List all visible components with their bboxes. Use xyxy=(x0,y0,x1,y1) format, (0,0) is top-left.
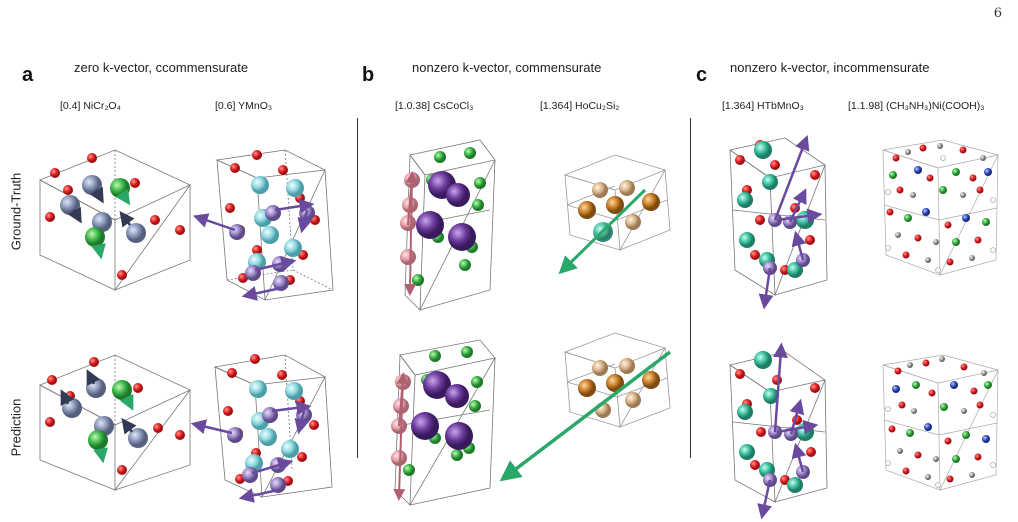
crystal-ch3nh3-ni-cooh3-ground-truth xyxy=(882,139,999,276)
crystal-ymno3-ground-truth xyxy=(192,149,334,301)
crystal-hocu2si2-ground-truth xyxy=(558,154,671,275)
material-label-hocu2si2: [1.364] HoCu₂Si₂ xyxy=(540,100,620,112)
crystal-nicr2o4-prediction xyxy=(39,354,191,491)
crystal-hocu2si2-prediction xyxy=(499,332,672,482)
material-label-ch3nh3-ni-cooh3: [1.1.98] (CH₃NH₃)Ni(COOH)₃ xyxy=(848,100,985,112)
material-label-ymno3: [0.6] YMnO₃ xyxy=(215,100,273,112)
material-label-htbmno3: [1.364] HTbMnO₃ xyxy=(722,100,804,112)
crystal-ymno3-prediction xyxy=(190,354,333,503)
panel-letter-c: c xyxy=(696,64,708,86)
crystal-cscocl3-prediction xyxy=(391,339,496,506)
crystal-htbmno3-ground-truth xyxy=(729,134,828,310)
panel-divider-ab xyxy=(357,118,358,458)
row-label-prediction: Prediction xyxy=(8,398,24,457)
panel-letter-b: b xyxy=(362,64,375,86)
material-label-cscocl3: [1.0.38] CsCoCl₃ xyxy=(395,100,474,112)
page-number: 6 xyxy=(993,6,1002,21)
panel-title-c: nonzero k-vector, incommensurate xyxy=(730,60,930,75)
crystal-htbmno3-prediction xyxy=(729,342,828,520)
crystal-nicr2o4-ground-truth xyxy=(39,149,191,291)
material-label-nicr2o4: [0.4] NiCr₂O₄ xyxy=(60,100,121,112)
crystal-cscocl3-ground-truth xyxy=(400,139,496,311)
crystal-ch3nh3-ni-cooh3-prediction xyxy=(882,354,999,491)
panel-letter-a: a xyxy=(22,64,34,86)
panel-title-b: nonzero k-vector, commensurate xyxy=(412,60,602,75)
panel-title-a: zero k-vector, ccommensurate xyxy=(74,60,249,75)
panel-divider-bc xyxy=(690,118,691,458)
row-label-ground-truth: Ground-Truth xyxy=(8,172,24,251)
